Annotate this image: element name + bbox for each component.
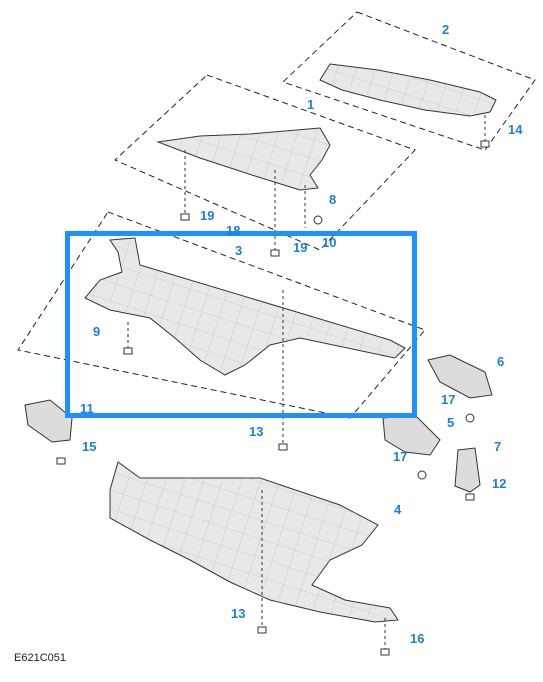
part-4-lower-undertray [109, 461, 399, 623]
group-frame-part-1 [114, 74, 416, 251]
figure-id: E621C051 [14, 652, 66, 664]
part-3-center-panel [84, 237, 406, 376]
callout-1[interactable]: 1 [307, 97, 315, 112]
part-5-bracket [382, 414, 441, 456]
fastener-screw [380, 648, 390, 656]
callout-13[interactable]: 13 [231, 606, 246, 621]
fastener-screw [180, 213, 190, 221]
group-frame-part-2 [282, 11, 536, 151]
callout-12[interactable]: 12 [492, 476, 507, 491]
fastener-screw [270, 249, 280, 257]
fastener-screw [465, 493, 475, 501]
part-11-bracket [24, 399, 73, 443]
callout-3[interactable]: 3 [235, 243, 243, 258]
callout-2[interactable]: 2 [442, 22, 450, 37]
callout-6[interactable]: 6 [497, 354, 505, 369]
callout-19[interactable]: 19 [200, 208, 215, 223]
part-6-bracket [427, 354, 493, 399]
callout-16[interactable]: 16 [410, 631, 425, 646]
callout-5[interactable]: 5 [447, 415, 455, 430]
callout-13[interactable]: 13 [249, 424, 264, 439]
fastener-clip [123, 347, 133, 355]
fastener-nut [417, 470, 427, 480]
callout-14[interactable]: 14 [508, 122, 523, 137]
callout-11[interactable]: 11 [80, 401, 94, 416]
callout-7[interactable]: 7 [494, 439, 502, 454]
part-2-upper-panel [319, 63, 497, 117]
callout-8[interactable]: 8 [329, 192, 337, 207]
callout-17[interactable]: 17 [393, 449, 408, 464]
callout-4[interactable]: 4 [394, 502, 402, 517]
fastener-nut [465, 413, 475, 423]
part-1-middle-panel [156, 127, 331, 191]
callout-18[interactable]: 18 [226, 223, 241, 238]
callout-10[interactable]: 10 [322, 235, 337, 250]
group-frame-part-3 [17, 211, 426, 419]
callout-19[interactable]: 19 [293, 240, 308, 255]
callout-15[interactable]: 15 [82, 439, 97, 454]
part-7-bracket [454, 447, 481, 493]
fastener-screw [278, 443, 288, 451]
fastener-screw [480, 140, 490, 148]
fastener-nut [313, 215, 323, 225]
fastener-screw [56, 457, 66, 465]
callout-9[interactable]: 9 [93, 324, 101, 339]
fastener-screw [257, 626, 267, 634]
callout-17[interactable]: 17 [441, 392, 456, 407]
